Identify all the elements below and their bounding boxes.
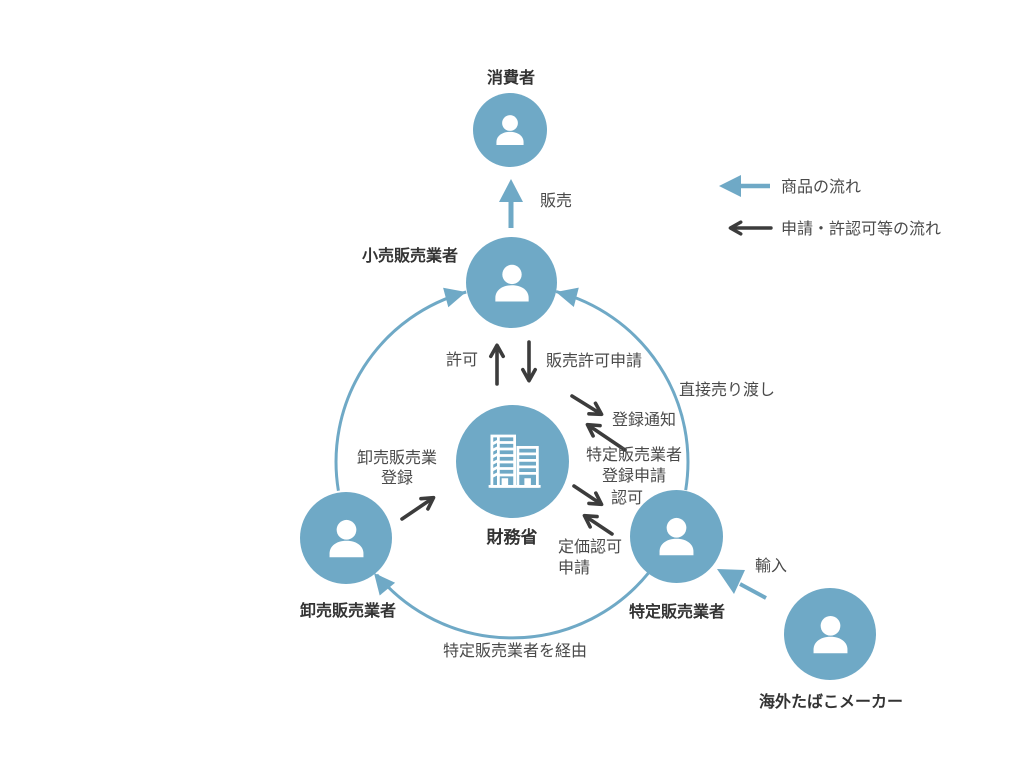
permission-label: 許可 xyxy=(446,352,479,369)
price-approval-application-label: 定価認可 申請 xyxy=(558,537,622,579)
sale-label: 販売 xyxy=(540,193,573,210)
retailer-node xyxy=(466,237,557,328)
specified-seller-registration-line1: 特定販売業者 xyxy=(585,447,683,464)
wholesale-registration-label: 卸売販売業 登録 xyxy=(357,449,437,489)
price-approval-arrow xyxy=(582,513,614,536)
via-specified-seller-label: 特定販売業者を経由 xyxy=(442,643,588,660)
import-label: 輸入 xyxy=(755,558,788,575)
ministry-node xyxy=(456,405,569,518)
price-approval-line1: 定価認可 xyxy=(558,539,623,556)
retailer-label: 小売販売業者 xyxy=(362,248,459,265)
wholesale-registration-line1: 卸売販売業 xyxy=(356,450,438,467)
goods-flow-arrowheads xyxy=(374,287,579,596)
wholesale-registration-arrow xyxy=(400,495,436,521)
specified-seller-registration-line2: 登録申請 xyxy=(601,468,667,485)
person-icon xyxy=(329,519,363,557)
arc-specified-to-wholesaler-via xyxy=(375,572,650,640)
registration-notice-arrow xyxy=(570,394,604,417)
arc-specified-to-retailer-direct-sale xyxy=(555,290,690,491)
arrowhead-into-retailer-left xyxy=(443,287,466,308)
price-approval-line2: 申請 xyxy=(558,560,591,577)
approval-label: 認可 xyxy=(611,490,644,507)
consumer-label: 消費者 xyxy=(486,70,536,87)
specified-seller-label: 特定販売業者 xyxy=(628,604,726,621)
wholesale-registration-line2: 登録 xyxy=(380,470,414,487)
person-icon xyxy=(659,517,694,556)
approval-arrow xyxy=(572,484,604,507)
arrowhead-into-wholesaler xyxy=(374,573,396,596)
specified-seller-node xyxy=(630,490,723,583)
legend-goods-arrow xyxy=(719,175,770,197)
sale-arrow xyxy=(499,179,523,228)
application-flow-arrows xyxy=(400,340,627,536)
person-icon xyxy=(496,115,524,146)
wholesaler-label: 卸売販売業者 xyxy=(299,603,397,620)
legend-application-flow-label: 申請・許認可等の流れ xyxy=(781,221,942,238)
building-icon xyxy=(488,434,541,488)
legend-goods-flow-label: 商品の流れ xyxy=(781,179,862,196)
ministry-label: 財務省 xyxy=(486,528,538,547)
person-icon xyxy=(494,264,529,301)
sales-permit-application-label: 販売許可申請 xyxy=(546,353,643,370)
overseas-maker-node xyxy=(784,588,876,680)
specified-registration-arrow xyxy=(585,422,627,452)
arrowhead-into-retailer-right xyxy=(556,287,579,307)
consumer-node xyxy=(473,93,547,167)
registration-notice-label: 登録通知 xyxy=(612,412,677,429)
direct-sale-label: 直接売り渡し xyxy=(679,382,776,399)
goods-flow-arcs xyxy=(334,290,690,640)
wholesaler-node xyxy=(300,492,392,584)
import-arrow xyxy=(717,569,767,600)
person-icon xyxy=(813,615,847,653)
overseas-maker-label: 海外たばこメーカー xyxy=(758,694,904,711)
specified-seller-registration-label: 特定販売業者 登録申請 xyxy=(586,445,682,487)
arc-wholesaler-to-retailer xyxy=(334,290,467,491)
